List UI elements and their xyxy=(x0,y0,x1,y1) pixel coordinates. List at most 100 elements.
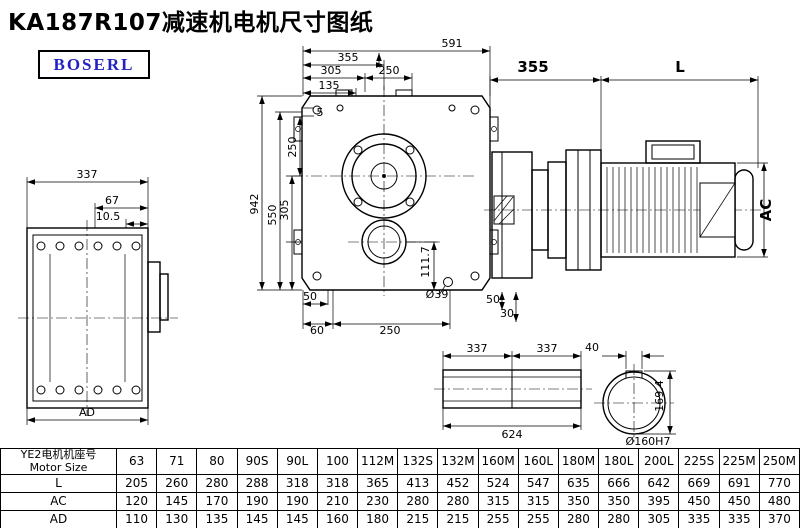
size-col-header: 63 xyxy=(115,448,158,475)
front-view: 591 355 305 250 135 5 250 305 550 942 11… xyxy=(248,37,519,337)
table-cell: 190 xyxy=(276,492,318,511)
cooling-fins xyxy=(606,167,698,253)
table-cell: 288 xyxy=(236,474,278,493)
table-cell: 135 xyxy=(196,510,238,528)
terminal-box xyxy=(645,140,701,164)
table-cell: 280 xyxy=(437,492,479,511)
hole-dia39 xyxy=(443,277,453,287)
dim-250-bottom: 250 xyxy=(380,324,401,337)
bore-circle-inner xyxy=(607,376,661,430)
dim-305-top: 305 xyxy=(321,64,342,77)
table-cell: 260 xyxy=(156,474,198,493)
dim-337-left-view: 337 xyxy=(77,168,98,181)
header-en: Motor Size xyxy=(29,460,88,474)
table-cell: 452 xyxy=(437,474,479,493)
size-col-header: 71 xyxy=(156,448,198,475)
table-cell: 205 xyxy=(115,474,158,493)
page-title: KA187R107减速机电机尺寸图纸 xyxy=(8,10,374,36)
table-cell: 120 xyxy=(115,492,158,511)
size-col-header: 225M xyxy=(718,448,760,475)
motor-side-view: 355 L AC xyxy=(484,58,775,279)
row-label: AC xyxy=(0,492,117,511)
table-cell: 547 xyxy=(517,474,559,493)
centerlines xyxy=(18,220,178,416)
table-cell: 370 xyxy=(758,510,800,528)
keyway xyxy=(625,370,643,378)
size-col-header: 90S xyxy=(236,448,278,475)
left-side-view: 337 67 10.5 AD xyxy=(18,168,178,425)
size-col-header: 200L xyxy=(638,448,680,475)
dim-50-bottom-right: 50 xyxy=(486,293,500,306)
size-col-header: 132M xyxy=(437,448,479,475)
size-col-header: 132S xyxy=(397,448,439,475)
dim-250-left: 250 xyxy=(286,137,299,158)
dim-dia160H7: Ø160H7 xyxy=(626,435,671,448)
table-cell: 350 xyxy=(557,492,600,511)
table-cell: 180 xyxy=(357,510,399,528)
table-cell: 669 xyxy=(678,474,720,493)
dim-AD: AD xyxy=(79,406,95,419)
table-cell: 691 xyxy=(718,474,760,493)
table-cell: 255 xyxy=(517,510,559,528)
table-cell: 770 xyxy=(758,474,800,493)
size-col-header: 250M xyxy=(758,448,800,475)
dim-942: 942 xyxy=(248,194,261,215)
dim-305-left: 305 xyxy=(278,200,291,221)
shaft-stub xyxy=(147,261,161,333)
size-col-header: 112M xyxy=(357,448,399,475)
technical-drawing: 337 67 10.5 AD xyxy=(18,37,775,448)
table-cell: 190 xyxy=(236,492,278,511)
bolt-hole xyxy=(36,241,46,251)
row-label: AD xyxy=(0,510,117,528)
dim-550: 550 xyxy=(266,205,279,226)
dim-40: 40 xyxy=(585,341,599,354)
dim-50-bottom-left: 50 xyxy=(303,290,317,303)
dim-dia39: Ø39 xyxy=(426,288,449,301)
bore-center xyxy=(382,174,386,178)
dim-AC: AC xyxy=(757,199,775,222)
dim-355-motor: 355 xyxy=(517,58,548,76)
table-cell: 335 xyxy=(678,510,720,528)
table-cell: 395 xyxy=(638,492,680,511)
gearbox-side xyxy=(491,151,533,279)
dim-337-shaft-b: 337 xyxy=(537,342,558,355)
size-col-header: 160L xyxy=(517,448,559,475)
corner-bolt-hole xyxy=(312,105,322,115)
size-col-header: 160M xyxy=(477,448,519,475)
table-cell: 280 xyxy=(196,474,238,493)
header-cn: YE2电机机座号 xyxy=(20,448,97,462)
table-cell: 160 xyxy=(316,510,359,528)
table-cell: 635 xyxy=(557,474,600,493)
table-cell: 255 xyxy=(477,510,519,528)
size-col-header: 225S xyxy=(678,448,720,475)
dim-5: 5 xyxy=(317,106,324,119)
dim-337-shaft-a: 337 xyxy=(467,342,488,355)
table-cell: 335 xyxy=(718,510,760,528)
dim-111-7: 111.7 xyxy=(419,246,432,278)
bore-end-view: 40 169.4 Ø160H7 xyxy=(585,341,676,448)
table-cell: 642 xyxy=(638,474,680,493)
table-cell: 450 xyxy=(678,492,720,511)
table-cell: 524 xyxy=(477,474,519,493)
dim-169-4: 169.4 xyxy=(653,380,666,412)
row-label: L xyxy=(0,474,117,493)
table-cell: 130 xyxy=(156,510,198,528)
table-cell: 315 xyxy=(477,492,519,511)
size-col-header: 180L xyxy=(598,448,640,475)
table-cell: 215 xyxy=(397,510,439,528)
table-cell: 145 xyxy=(276,510,318,528)
table-cell: 318 xyxy=(316,474,359,493)
dim-L: L xyxy=(675,58,685,76)
table-cell: 350 xyxy=(598,492,640,511)
fan-cover-end xyxy=(734,169,754,251)
dim-591: 591 xyxy=(442,37,463,50)
size-col-header: 90L xyxy=(276,448,318,475)
table-cell: 480 xyxy=(758,492,800,511)
table-cell: 305 xyxy=(638,510,680,528)
